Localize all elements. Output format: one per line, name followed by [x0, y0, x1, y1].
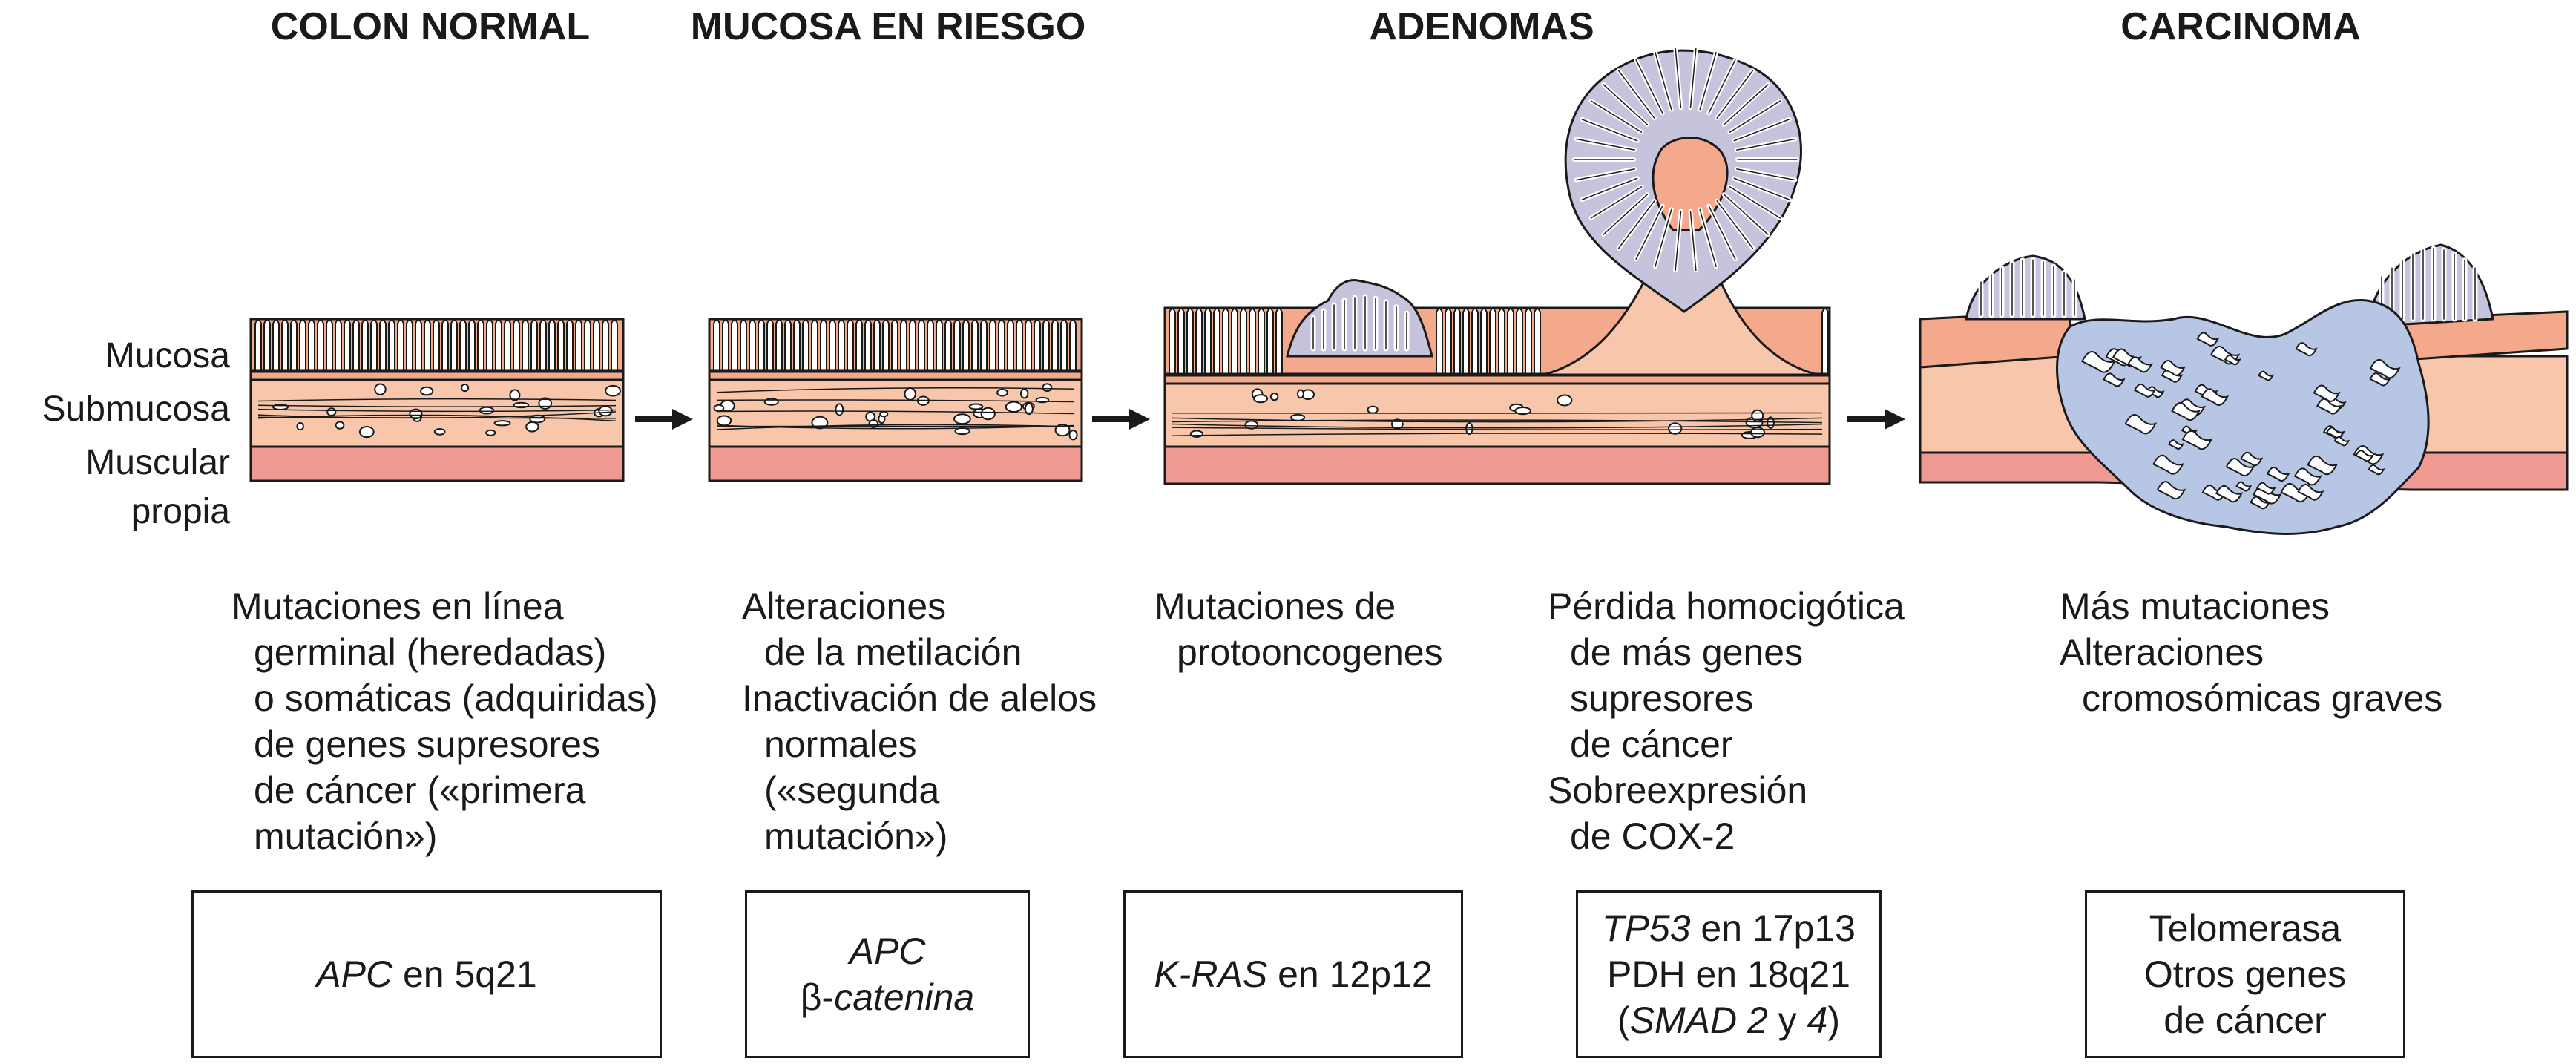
paren-open: (: [1617, 999, 1630, 1041]
stage-title-adenomas: ADENOMAS: [1369, 5, 1594, 48]
desc-line: germinal (heredadas): [254, 631, 607, 673]
layer-label-muscular: Muscular: [85, 443, 230, 482]
submucosa-cells: [257, 383, 622, 439]
desc-line: Mutaciones en línea: [231, 585, 564, 627]
gene-name: APC: [849, 930, 926, 972]
conjunction: y: [1767, 999, 1807, 1041]
desc-line: de cáncer: [1570, 723, 1733, 765]
carcinoma-glands: [2081, 332, 2401, 510]
desc-line: Mutaciones de: [1154, 585, 1396, 627]
arrow-1: [635, 409, 693, 430]
crypts: [1169, 308, 1829, 373]
stage-title-colon-normal: COLON NORMAL: [270, 5, 591, 48]
desc-line: o somáticas (adquiridas): [254, 677, 658, 719]
gene-line: (SMAD 2 y 4): [1617, 997, 1840, 1043]
carcinoma-adenoma-left: [1965, 254, 2086, 321]
desc-line: Sobreexpresión: [1548, 769, 1808, 811]
desc-line: normales: [764, 723, 917, 765]
layer-label-propia: propia: [131, 492, 230, 531]
submucosa-cells: [1172, 388, 1823, 439]
adenoma-glands: [1310, 294, 1410, 352]
desc-line: de más genes: [1570, 631, 1804, 673]
muscularis-layer: [249, 444, 625, 482]
adenoma-glands: [1572, 46, 1799, 273]
adenoma-glands: [1978, 246, 2478, 322]
gene-name: 4: [1807, 999, 1828, 1041]
normal-colon-tissue: [249, 318, 625, 482]
submucosa-layer: [249, 377, 625, 448]
desc-line: Pérdida homocigótica: [1548, 585, 1905, 627]
invasive-carcinoma: [2056, 298, 2430, 535]
desc-line: protooncogenes: [1177, 631, 1443, 673]
desc-line: supresores: [1570, 677, 1754, 719]
gene-line: PDH en 18q21: [1606, 953, 1850, 995]
gene-box-apc: APC en 5q21: [191, 890, 662, 1058]
arrow-3: [1847, 409, 1905, 430]
beta-prefix: β-: [800, 976, 835, 1018]
gene-line: APC en 5q21: [316, 951, 536, 997]
desc-line: Inactivación de alelos: [742, 677, 1097, 719]
gene-line: de cáncer: [2163, 999, 2327, 1041]
sessile-adenoma: [1286, 278, 1433, 358]
adenoma-tissue: [1163, 46, 1831, 485]
gene-line: APC: [850, 928, 926, 974]
description-stage-4: Pérdida homocigótica de más genes supres…: [1548, 583, 1905, 859]
gene-name: SMAD 2: [1629, 999, 1768, 1041]
gene-line: K-RAS en 12p12: [1154, 951, 1432, 997]
gene-name: APC: [316, 953, 393, 995]
desc-line: mutación»): [764, 815, 948, 857]
desc-line: cromosómicas graves: [2082, 677, 2443, 719]
layer-label-mucosa: Mucosa: [105, 336, 230, 375]
carcinoma-tissue: [1919, 243, 2569, 535]
description-stage-3: Mutaciones de protooncogenes: [1154, 583, 1443, 675]
gene-box-apc-catenin: APC β-catenina: [745, 890, 1030, 1058]
gene-name: catenina: [834, 976, 975, 1018]
gene-locus: en 12p12: [1267, 953, 1433, 995]
gene-box-kras: K-RAS en 12p12: [1123, 890, 1463, 1058]
crypts: [254, 319, 618, 370]
desc-line: («segunda: [764, 769, 940, 811]
gene-line: β-catenina: [801, 974, 974, 1020]
desc-line: Alteraciones: [2060, 631, 2264, 673]
desc-line: de COX-2: [1570, 815, 1735, 857]
crypts: [713, 319, 1077, 370]
gene-box-telomerase: Telomerasa Otros genes de cáncer: [2085, 890, 2405, 1058]
gene-locus: en 5q21: [392, 953, 537, 995]
desc-line: de cáncer («primera: [254, 769, 586, 811]
desc-line: de genes supresores: [254, 723, 600, 765]
submucosa-cells: [713, 383, 1078, 441]
tissue-progression-illustration: [249, 46, 2569, 535]
description-stage-2: Alteraciones de la metilación Inactivaci…: [742, 583, 1097, 859]
gene-name: TP53: [1602, 907, 1691, 949]
description-stage-5: Más mutaciones Alteraciones cromosómicas…: [2060, 583, 2442, 721]
gene-line: Telomerasa: [2149, 907, 2342, 949]
gene-name: K-RAS: [1154, 953, 1268, 995]
desc-line: mutación»): [254, 815, 438, 857]
gene-line: Otros genes: [2143, 953, 2347, 995]
mucosa-at-risk-tissue: [708, 318, 1083, 482]
stage-title-mucosa-en-riesgo: MUCOSA EN RIESGO: [690, 5, 1086, 48]
arrow-2: [1092, 409, 1150, 430]
layer-label-submucosa: Submucosa: [42, 390, 230, 429]
description-stage-1: Mutaciones en línea germinal (heredadas)…: [231, 583, 658, 859]
gene-box-tp53: TP53 en 17p13 PDH en 18q21 (SMAD 2 y 4): [1576, 890, 1882, 1058]
gene-line: TP53 en 17p13: [1602, 905, 1856, 951]
paren-close: ): [1827, 999, 1841, 1041]
gene-locus: en 17p13: [1690, 907, 1856, 949]
desc-line: Más mutaciones: [2060, 585, 2330, 627]
desc-line: de la metilación: [764, 631, 1022, 673]
desc-line: Alteraciones: [742, 585, 947, 627]
stage-title-carcinoma: CARCINOMA: [2120, 5, 2361, 48]
